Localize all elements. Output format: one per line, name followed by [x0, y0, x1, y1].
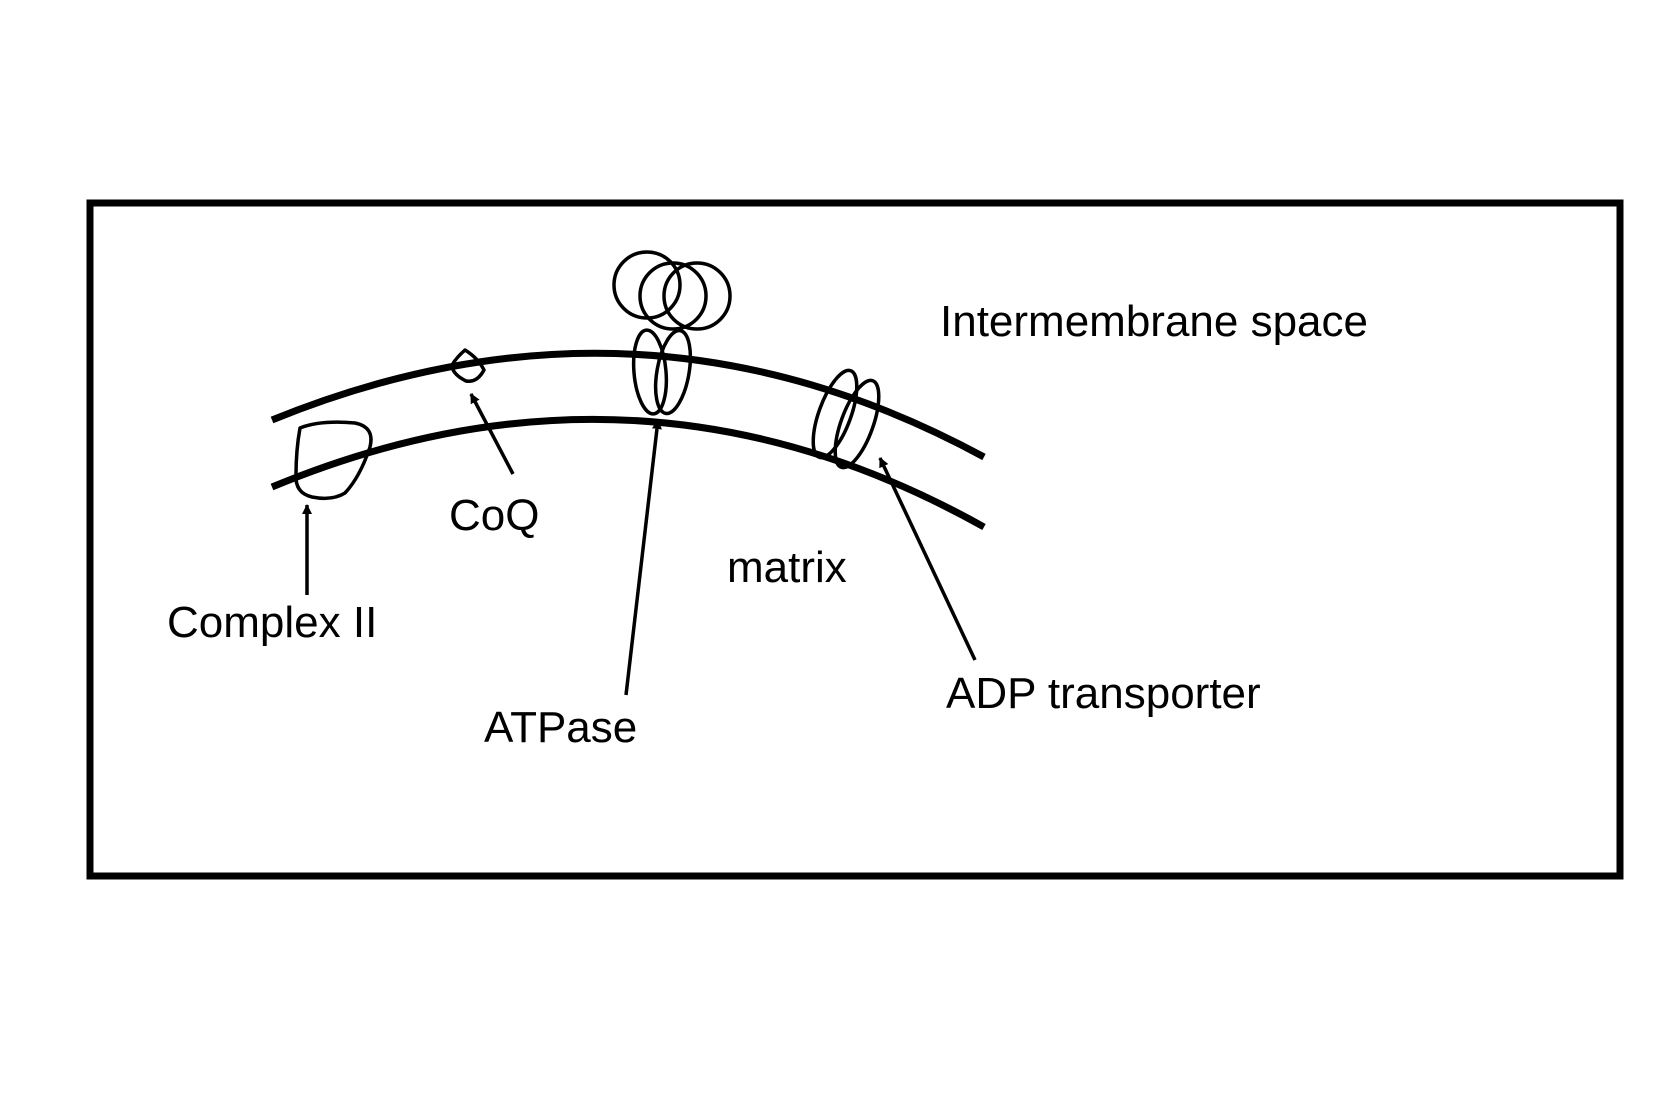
inner-membrane — [270, 415, 986, 531]
atpase-label: ATPase — [484, 703, 637, 752]
adp-transporter-loop-2 — [833, 378, 881, 470]
adp-transporter-arrow — [878, 457, 977, 661]
intermembrane-space-label: Intermembrane space — [940, 297, 1368, 346]
diagram-frame — [86, 199, 1624, 880]
adp-transporter-loop-1 — [811, 368, 859, 460]
atpase-arrow — [624, 419, 662, 696]
adp-transporter-label: ADP transporter — [946, 669, 1261, 718]
complex-ii-shape — [294, 420, 373, 501]
atpase-head-circle-2 — [638, 261, 708, 331]
coq-label: CoQ — [449, 491, 539, 540]
coq-arrow — [469, 393, 515, 475]
complex-ii-label: Complex II — [167, 598, 377, 647]
atpase-stalk-loop-1 — [631, 328, 669, 416]
matrix-label: matrix — [727, 543, 847, 592]
atpase-head-circle-3 — [662, 261, 732, 331]
atpase-stalk-loop-2 — [653, 328, 693, 416]
coq-shape — [450, 348, 486, 384]
